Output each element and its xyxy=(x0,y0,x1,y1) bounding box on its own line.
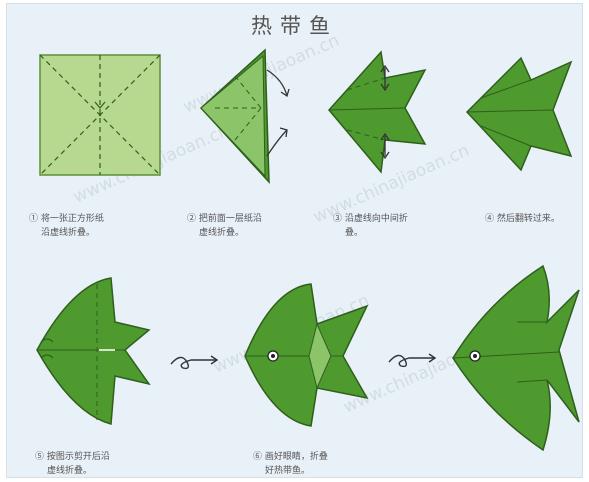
caption-line: 虚线折叠。 xyxy=(47,466,93,476)
step1-square-figure xyxy=(39,54,161,176)
caption-line: ⑥ 画好眼睛，折叠 xyxy=(253,452,328,462)
step5-caption: ⑤ 按图示剪开后沿 虚线折叠。 xyxy=(35,450,110,477)
arrow-loop-icon xyxy=(388,353,437,368)
caption-line: 好热带鱼。 xyxy=(265,466,311,476)
step3-fold-figure xyxy=(328,50,427,174)
caption-line: ⑤ 按图示剪开后沿 xyxy=(35,452,110,462)
step2-caption: ② 把前面一层纸沿 虚线折叠。 xyxy=(187,212,262,240)
step6-caption: ⑥ 画好眼睛，折叠 好热带鱼。 xyxy=(253,450,328,477)
caption-line: 叠。 xyxy=(345,228,364,238)
step4-flipped-figure xyxy=(465,56,573,172)
final-fish-figure xyxy=(452,264,580,452)
caption-line: ① 将一张正方形纸 xyxy=(29,214,104,224)
step3-caption: ③ 沿虚线向中间折 叠。 xyxy=(333,212,408,240)
caption-line: 虚线折叠。 xyxy=(199,228,245,238)
caption-line: ② 把前面一层纸沿 xyxy=(187,214,262,224)
page-title: 热带鱼 xyxy=(251,14,338,38)
step5-cut-figure xyxy=(36,277,151,425)
arrow-loop-icon xyxy=(170,355,219,370)
step2-triangle-figure xyxy=(199,48,290,184)
caption-line: ③ 沿虚线向中间折 xyxy=(333,214,408,224)
step6-fish-figure xyxy=(244,283,369,427)
step4-caption: ④ 然后翻转过来。 xyxy=(485,212,560,226)
caption-line: ④ 然后翻转过来。 xyxy=(485,214,560,224)
instruction-sheet: 热带鱼 www.chinajiaoan.cn www.chinajiaoan.c… xyxy=(6,3,583,478)
step1-caption: ① 将一张正方形纸 沿虚线折叠。 xyxy=(29,212,104,240)
caption-line: 沿虚线折叠。 xyxy=(41,228,96,238)
